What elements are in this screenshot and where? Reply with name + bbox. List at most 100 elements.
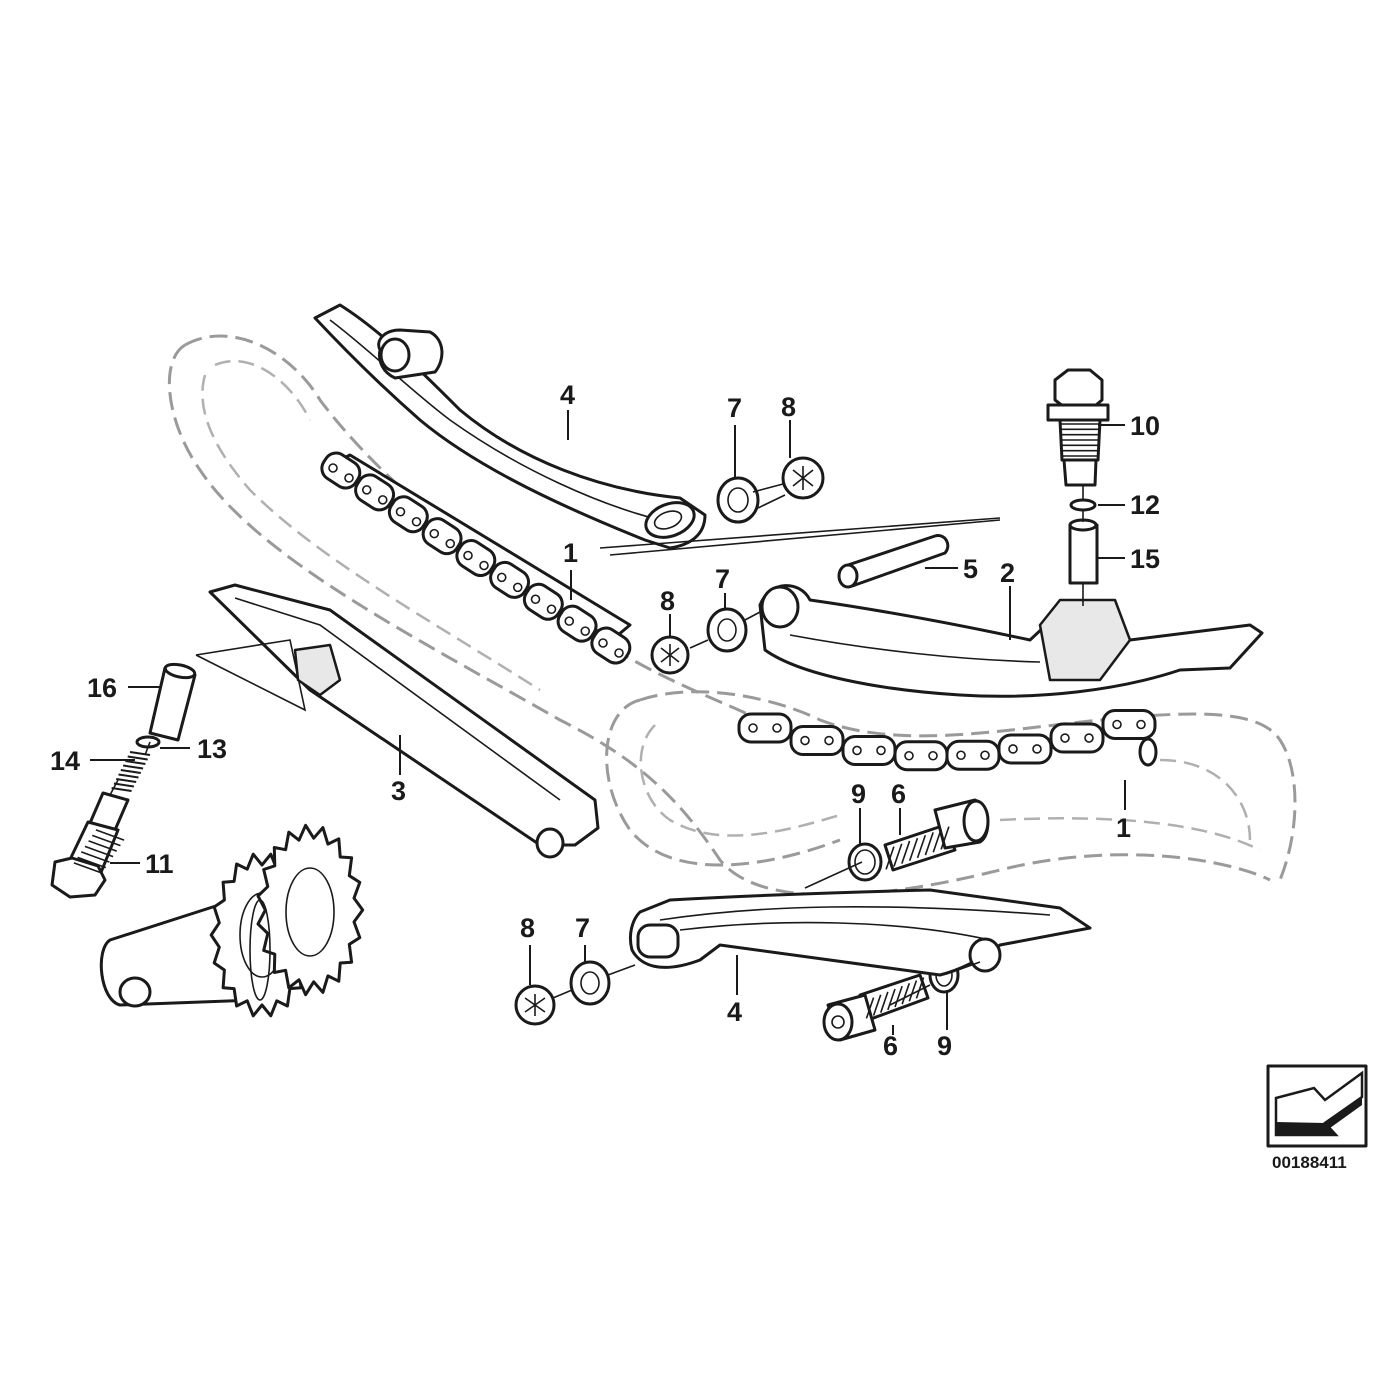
thread-line — [865, 997, 875, 1019]
chain-pin — [980, 750, 990, 761]
callout-12: 12 — [1130, 490, 1160, 520]
thread-line — [88, 840, 118, 852]
bolt-6-lower — [822, 973, 930, 1042]
callout-6-upper: 6 — [891, 779, 906, 809]
chain-pin — [377, 495, 388, 505]
chain-link — [320, 451, 362, 490]
sleeve-16 — [148, 662, 197, 742]
chain-pin — [824, 735, 834, 746]
callout-8-mid: 8 — [660, 586, 675, 616]
chain-pin — [429, 528, 440, 539]
chain-link — [841, 734, 897, 766]
callout-7-lower: 7 — [575, 913, 590, 943]
chain-link — [489, 560, 531, 599]
clip-8-upper — [781, 456, 825, 500]
leader-lines — [90, 410, 1126, 1035]
callout-4-upper: 4 — [560, 380, 575, 410]
chain-pin — [1112, 719, 1122, 730]
diagram-id: 00188411 — [1272, 1153, 1347, 1172]
chain-pin — [411, 516, 422, 527]
spring-14 — [111, 751, 151, 792]
guide-rail-upper — [313, 303, 707, 550]
chain-link — [421, 517, 463, 556]
spring-coil — [111, 751, 151, 792]
thread-line — [885, 846, 895, 870]
chain-pin — [614, 648, 624, 658]
washer-7-upper — [716, 476, 760, 524]
chain-pin — [530, 594, 541, 605]
tensioner-bolt-10 — [1046, 368, 1110, 487]
callout-11: 11 — [145, 849, 174, 879]
tensioner-plunger-11 — [50, 791, 130, 899]
callout-1-lower: 1 — [1116, 813, 1131, 843]
chain-pin — [1084, 733, 1094, 743]
chain-link — [387, 495, 429, 534]
thread-line — [893, 843, 903, 867]
chain-pin — [328, 463, 338, 473]
chain-pin — [748, 723, 758, 733]
chain-link — [590, 626, 632, 665]
chain-pin — [344, 473, 354, 483]
view-direction-box: 00188411 — [1266, 1064, 1368, 1172]
thread-line — [80, 851, 110, 863]
thread-line — [916, 834, 927, 859]
thread-line — [879, 991, 889, 1013]
chain-pin — [876, 745, 886, 756]
chain-pin — [852, 745, 862, 756]
clip-8-mid — [650, 635, 690, 675]
thread-line — [908, 980, 918, 1002]
thread-line — [872, 994, 882, 1016]
thread-line — [887, 988, 896, 1011]
thread-line — [901, 983, 911, 1005]
chain-link — [893, 740, 949, 772]
chain-link — [737, 712, 793, 744]
thread-line — [84, 845, 114, 858]
chain-link — [945, 739, 1001, 771]
callout-8-lower: 8 — [520, 913, 535, 943]
thread-line — [901, 840, 911, 864]
ring-12 — [1069, 498, 1097, 512]
chain-link — [997, 733, 1053, 765]
sprocket-teeth-rear — [256, 823, 365, 997]
callout-16: 16 — [87, 673, 117, 703]
chain-pin — [1032, 744, 1042, 754]
chain-link — [556, 604, 598, 643]
chain-pin — [479, 560, 489, 571]
chain-pin — [564, 616, 575, 626]
guide-rail-lower — [628, 888, 1092, 977]
chain-pin — [800, 735, 810, 746]
bolt-6-upper — [883, 798, 990, 872]
chain-pin — [512, 582, 523, 593]
chain-pin — [361, 485, 372, 495]
chain-pin — [395, 506, 406, 517]
chain-pin — [904, 750, 914, 761]
chain-pin — [1060, 733, 1070, 743]
callout-3: 3 — [391, 776, 406, 806]
chain-pin — [1136, 719, 1146, 730]
tensioner-rail — [208, 583, 600, 859]
callout-14: 14 — [50, 746, 80, 776]
callout-5: 5 — [963, 554, 978, 584]
callout-6-lower: 6 — [883, 1031, 898, 1061]
washer-7-lower — [569, 960, 611, 1006]
washer-7-mid — [706, 607, 748, 653]
guide-rail-right — [758, 584, 1264, 698]
thread-line — [924, 832, 934, 856]
assembly-lines — [109, 483, 1084, 1006]
timing-chain-lower — [737, 709, 1158, 772]
chain-link — [1101, 709, 1157, 740]
chain-end — [1138, 737, 1158, 767]
chain-link — [1049, 722, 1105, 754]
sleeve-15 — [1068, 518, 1099, 585]
chain-pin — [580, 626, 591, 636]
chain-pin — [956, 750, 966, 761]
chain-link — [455, 539, 497, 578]
chain-pin — [463, 550, 473, 561]
chain-pin — [928, 750, 938, 761]
callout-9-upper: 9 — [851, 779, 866, 809]
thread-line — [73, 862, 103, 874]
chain-pin — [445, 538, 456, 549]
callout-2: 2 — [1000, 558, 1015, 588]
clip-8-lower — [514, 984, 556, 1026]
